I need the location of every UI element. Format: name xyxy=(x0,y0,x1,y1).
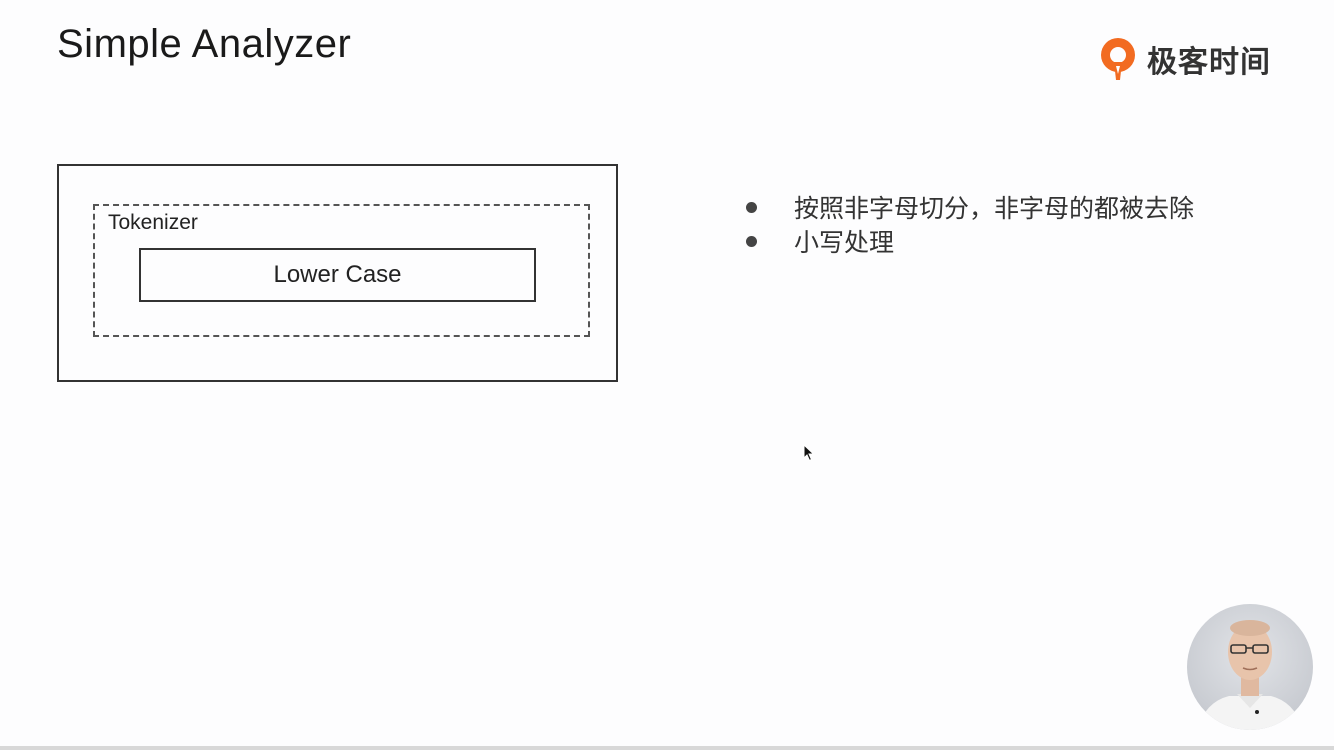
logo-text: 极客时间 xyxy=(1147,45,1271,80)
brand-logo: 极客时间 xyxy=(1097,36,1271,82)
bullet-text: 小写处理 xyxy=(794,228,895,257)
bullet-dot-icon xyxy=(746,235,757,247)
analyzer-box xyxy=(57,164,618,382)
lower-case-label: Lower Case xyxy=(273,261,402,288)
bullet-text: 按照非字母切分，非字母的都被去除 xyxy=(794,194,1195,223)
lower-case-filter-box: Lower Case xyxy=(139,248,536,302)
bullet-item: 按照非字母切分，非字母的都被去除 xyxy=(746,190,1194,224)
bullet-dot-icon xyxy=(746,201,757,213)
mouse-cursor-icon xyxy=(803,444,815,462)
tokenizer-label: Tokenizer xyxy=(108,211,198,234)
tokenizer-box xyxy=(93,204,590,337)
bottom-divider xyxy=(0,746,1334,750)
slide-title: Simple Analyzer xyxy=(57,22,352,66)
presenter-video-thumbnail xyxy=(1187,604,1313,730)
bullet-list: 按照非字母切分，非字母的都被去除 小写处理 xyxy=(746,190,1194,258)
presenter-avatar-icon xyxy=(1197,620,1303,730)
bullet-item: 小写处理 xyxy=(746,224,1194,258)
geektime-logo-icon xyxy=(1101,38,1135,80)
